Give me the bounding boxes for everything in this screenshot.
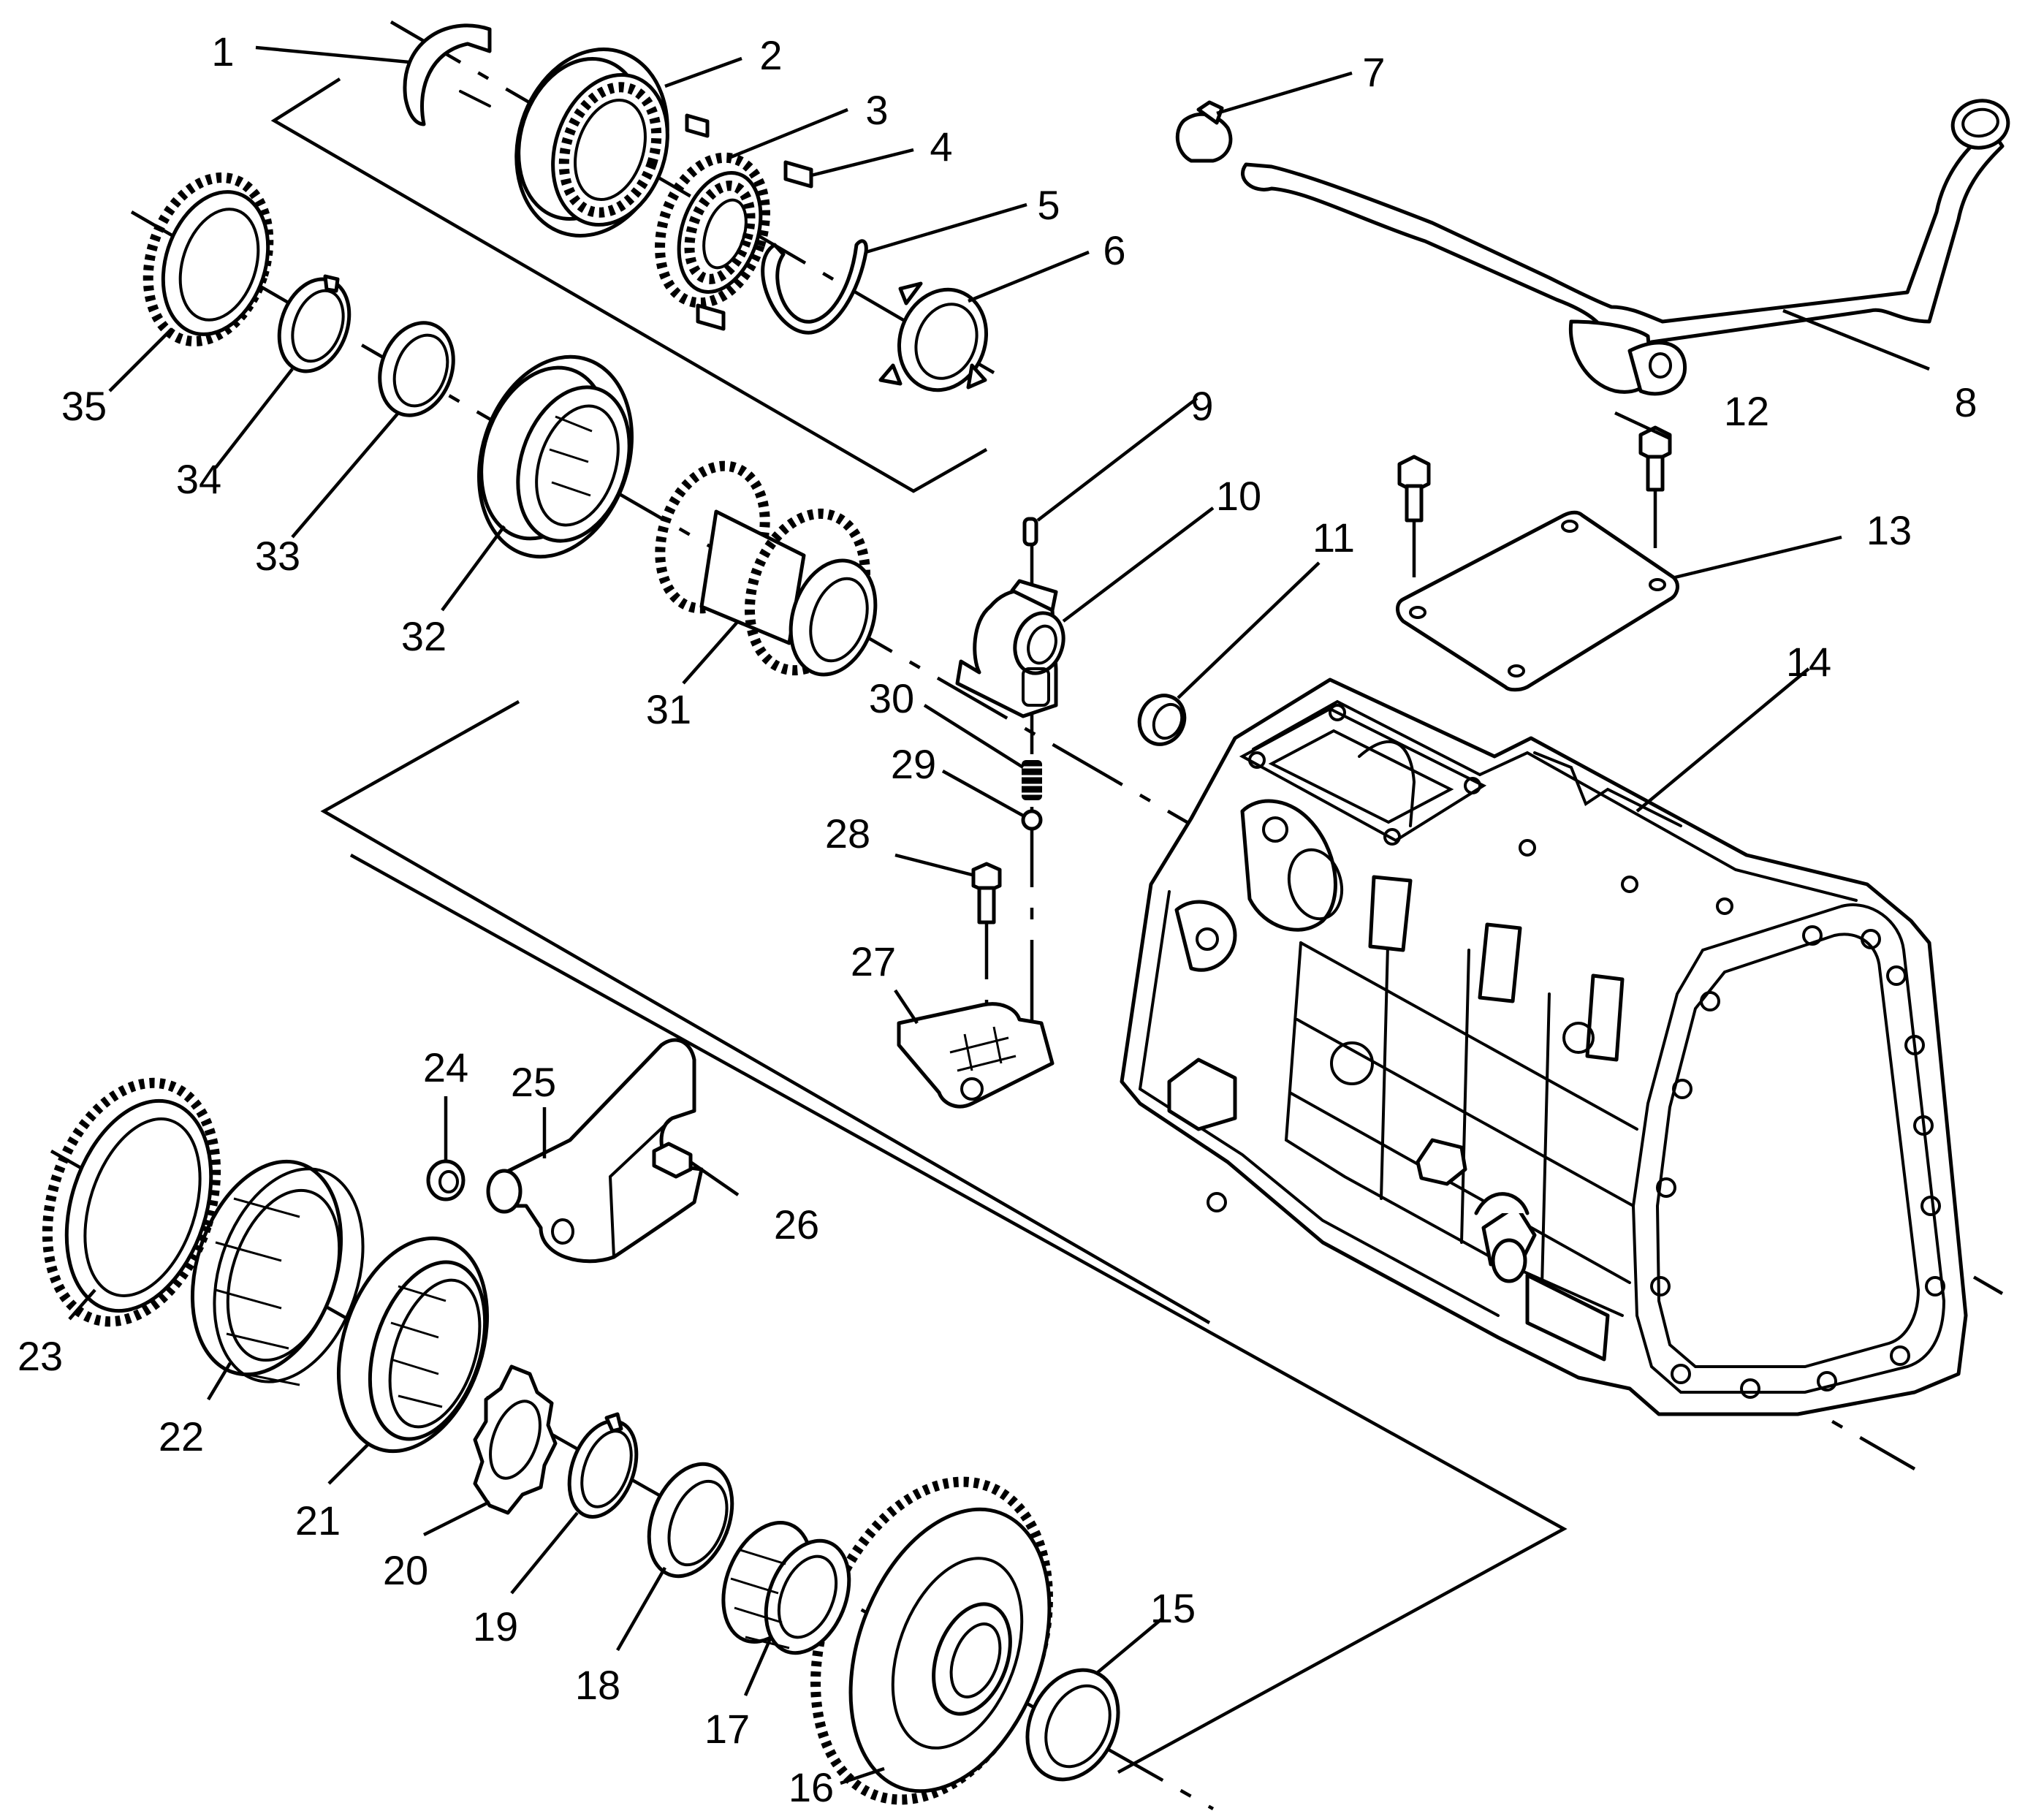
callout-28: 28 bbox=[825, 810, 870, 857]
callout-12: 12 bbox=[1724, 388, 1769, 434]
ring-gear-23 bbox=[42, 1077, 221, 1327]
race-33 bbox=[378, 321, 455, 417]
callout-26: 26 bbox=[774, 1201, 819, 1248]
callout-3: 3 bbox=[865, 87, 888, 133]
upper-shaft-axis bbox=[390, 20, 995, 374]
callout-4: 4 bbox=[930, 124, 952, 170]
callout-14: 14 bbox=[1786, 639, 1831, 685]
bearing-32 bbox=[477, 354, 634, 559]
snap-ring-34 bbox=[277, 274, 352, 373]
fork-pad-26 bbox=[652, 1142, 693, 1179]
top-cover-13 bbox=[1396, 510, 1679, 692]
callout-31: 31 bbox=[646, 686, 691, 732]
roller-clutch-22 bbox=[190, 1159, 365, 1386]
callout-17: 17 bbox=[704, 1706, 750, 1752]
outer-race-21 bbox=[336, 1236, 490, 1454]
callout-13: 13 bbox=[1866, 507, 1912, 553]
callout-labels: 1 2 3 4 5 6 7 8 9 10 11 12 13 14 15 16 1… bbox=[18, 29, 1977, 1810]
vent-tube-8 bbox=[1241, 99, 2010, 396]
snap-ring-19 bbox=[567, 1412, 639, 1519]
callout-33: 33 bbox=[255, 533, 300, 579]
callout-7: 7 bbox=[1362, 49, 1385, 95]
countershaft-gear-16 bbox=[810, 1476, 1053, 1805]
lower-group-frame bbox=[349, 854, 1568, 1774]
needle-bearing-17 bbox=[721, 1521, 851, 1655]
callout-34: 34 bbox=[176, 456, 221, 502]
blocker-ring-6 bbox=[878, 281, 989, 392]
callout-2: 2 bbox=[759, 32, 782, 78]
leader-lines bbox=[68, 45, 1930, 1785]
callout-19: 19 bbox=[473, 1603, 518, 1649]
callout-32: 32 bbox=[401, 613, 447, 659]
callout-27: 27 bbox=[851, 938, 896, 984]
callout-16: 16 bbox=[789, 1764, 834, 1810]
synchronizer-spring-5 bbox=[761, 239, 868, 335]
middle-group-frame bbox=[320, 700, 1211, 1324]
callout-30: 30 bbox=[869, 675, 914, 721]
callout-11: 11 bbox=[1312, 515, 1355, 561]
hub-20 bbox=[473, 1364, 558, 1515]
callout-23: 23 bbox=[18, 1333, 63, 1379]
callout-8: 8 bbox=[1954, 379, 1977, 425]
gear-35 bbox=[143, 172, 274, 346]
shift-interlock-10 bbox=[955, 579, 1065, 718]
callout-22: 22 bbox=[159, 1413, 204, 1459]
callout-35: 35 bbox=[61, 383, 107, 429]
synchronizer-keys-4 bbox=[685, 113, 813, 331]
snap-ring-1 bbox=[403, 23, 492, 126]
cluster-gear-31 bbox=[655, 460, 878, 677]
bracket-27 bbox=[897, 1002, 1055, 1109]
detent-spring-30 bbox=[1022, 760, 1042, 800]
retaining-clip-24 bbox=[426, 1159, 466, 1201]
callout-20: 20 bbox=[383, 1547, 428, 1593]
vent-fitting-7 bbox=[1175, 100, 1233, 163]
synchronizer-sleeve-2 bbox=[514, 48, 669, 238]
callout-10: 10 bbox=[1216, 473, 1261, 519]
callout-29: 29 bbox=[891, 741, 936, 787]
callout-9: 9 bbox=[1190, 383, 1213, 429]
callout-24: 24 bbox=[423, 1044, 468, 1090]
callout-15: 15 bbox=[1150, 1585, 1196, 1631]
roll-pin-9 bbox=[1022, 517, 1038, 547]
bracket-bolt-28 bbox=[971, 862, 1002, 925]
cover-bolt-left bbox=[1397, 455, 1431, 523]
case-flange-bolt-holes bbox=[1650, 925, 1945, 1399]
callout-18: 18 bbox=[575, 1662, 620, 1708]
synchronizer-hub-3 bbox=[655, 152, 770, 308]
upper-group-frame bbox=[270, 77, 988, 493]
shift-fork-25 bbox=[486, 1038, 704, 1264]
callout-1: 1 bbox=[211, 29, 234, 75]
callout-6: 6 bbox=[1103, 227, 1125, 273]
callout-21: 21 bbox=[295, 1497, 341, 1544]
callout-25: 25 bbox=[511, 1059, 556, 1105]
callout-5: 5 bbox=[1037, 182, 1060, 228]
transmission-case-14 bbox=[1120, 677, 1968, 1416]
bearing-race-18 bbox=[647, 1462, 734, 1579]
bushing-11 bbox=[1137, 694, 1187, 746]
detent-ball-29 bbox=[1021, 809, 1043, 831]
